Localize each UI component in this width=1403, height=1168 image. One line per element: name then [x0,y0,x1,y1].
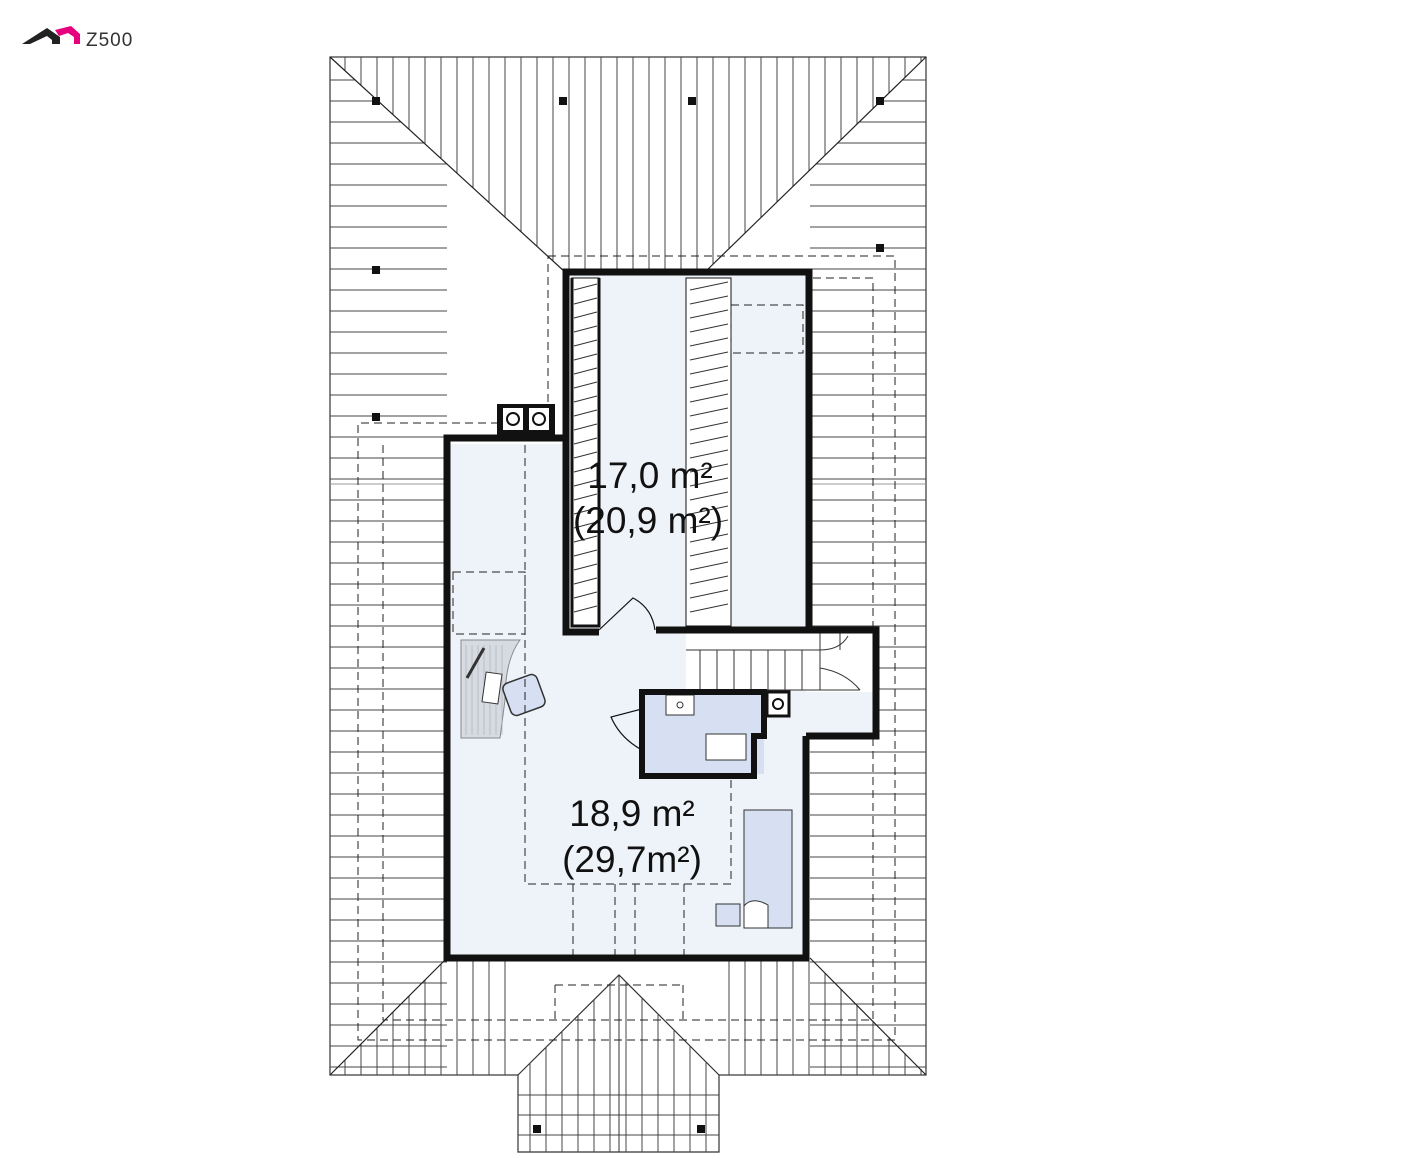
room-upper-gross-area: (20,9 m²) [573,500,723,541]
area-labels: 17,0 m² (20,9 m²) 18,9 m² (29,7m²) [562,455,723,880]
walls [443,268,880,962]
staircase [686,630,876,691]
chimney [497,404,791,718]
logo-text: Z500 [86,30,133,51]
room-lower [447,444,806,958]
front-gable [517,974,720,1153]
bathroom [642,692,875,774]
room-lower-area: 18,9 m² [569,793,694,834]
room-upper [566,272,809,632]
room-upper-area: 17,0 m² [587,455,712,496]
doors [598,597,656,751]
room-lower-gross-area: (29,7m²) [562,839,702,880]
logo-accent-icon [55,26,80,44]
furniture [460,639,793,929]
brand-logo: Z500 [22,26,133,51]
house-roof-icon [22,28,60,44]
